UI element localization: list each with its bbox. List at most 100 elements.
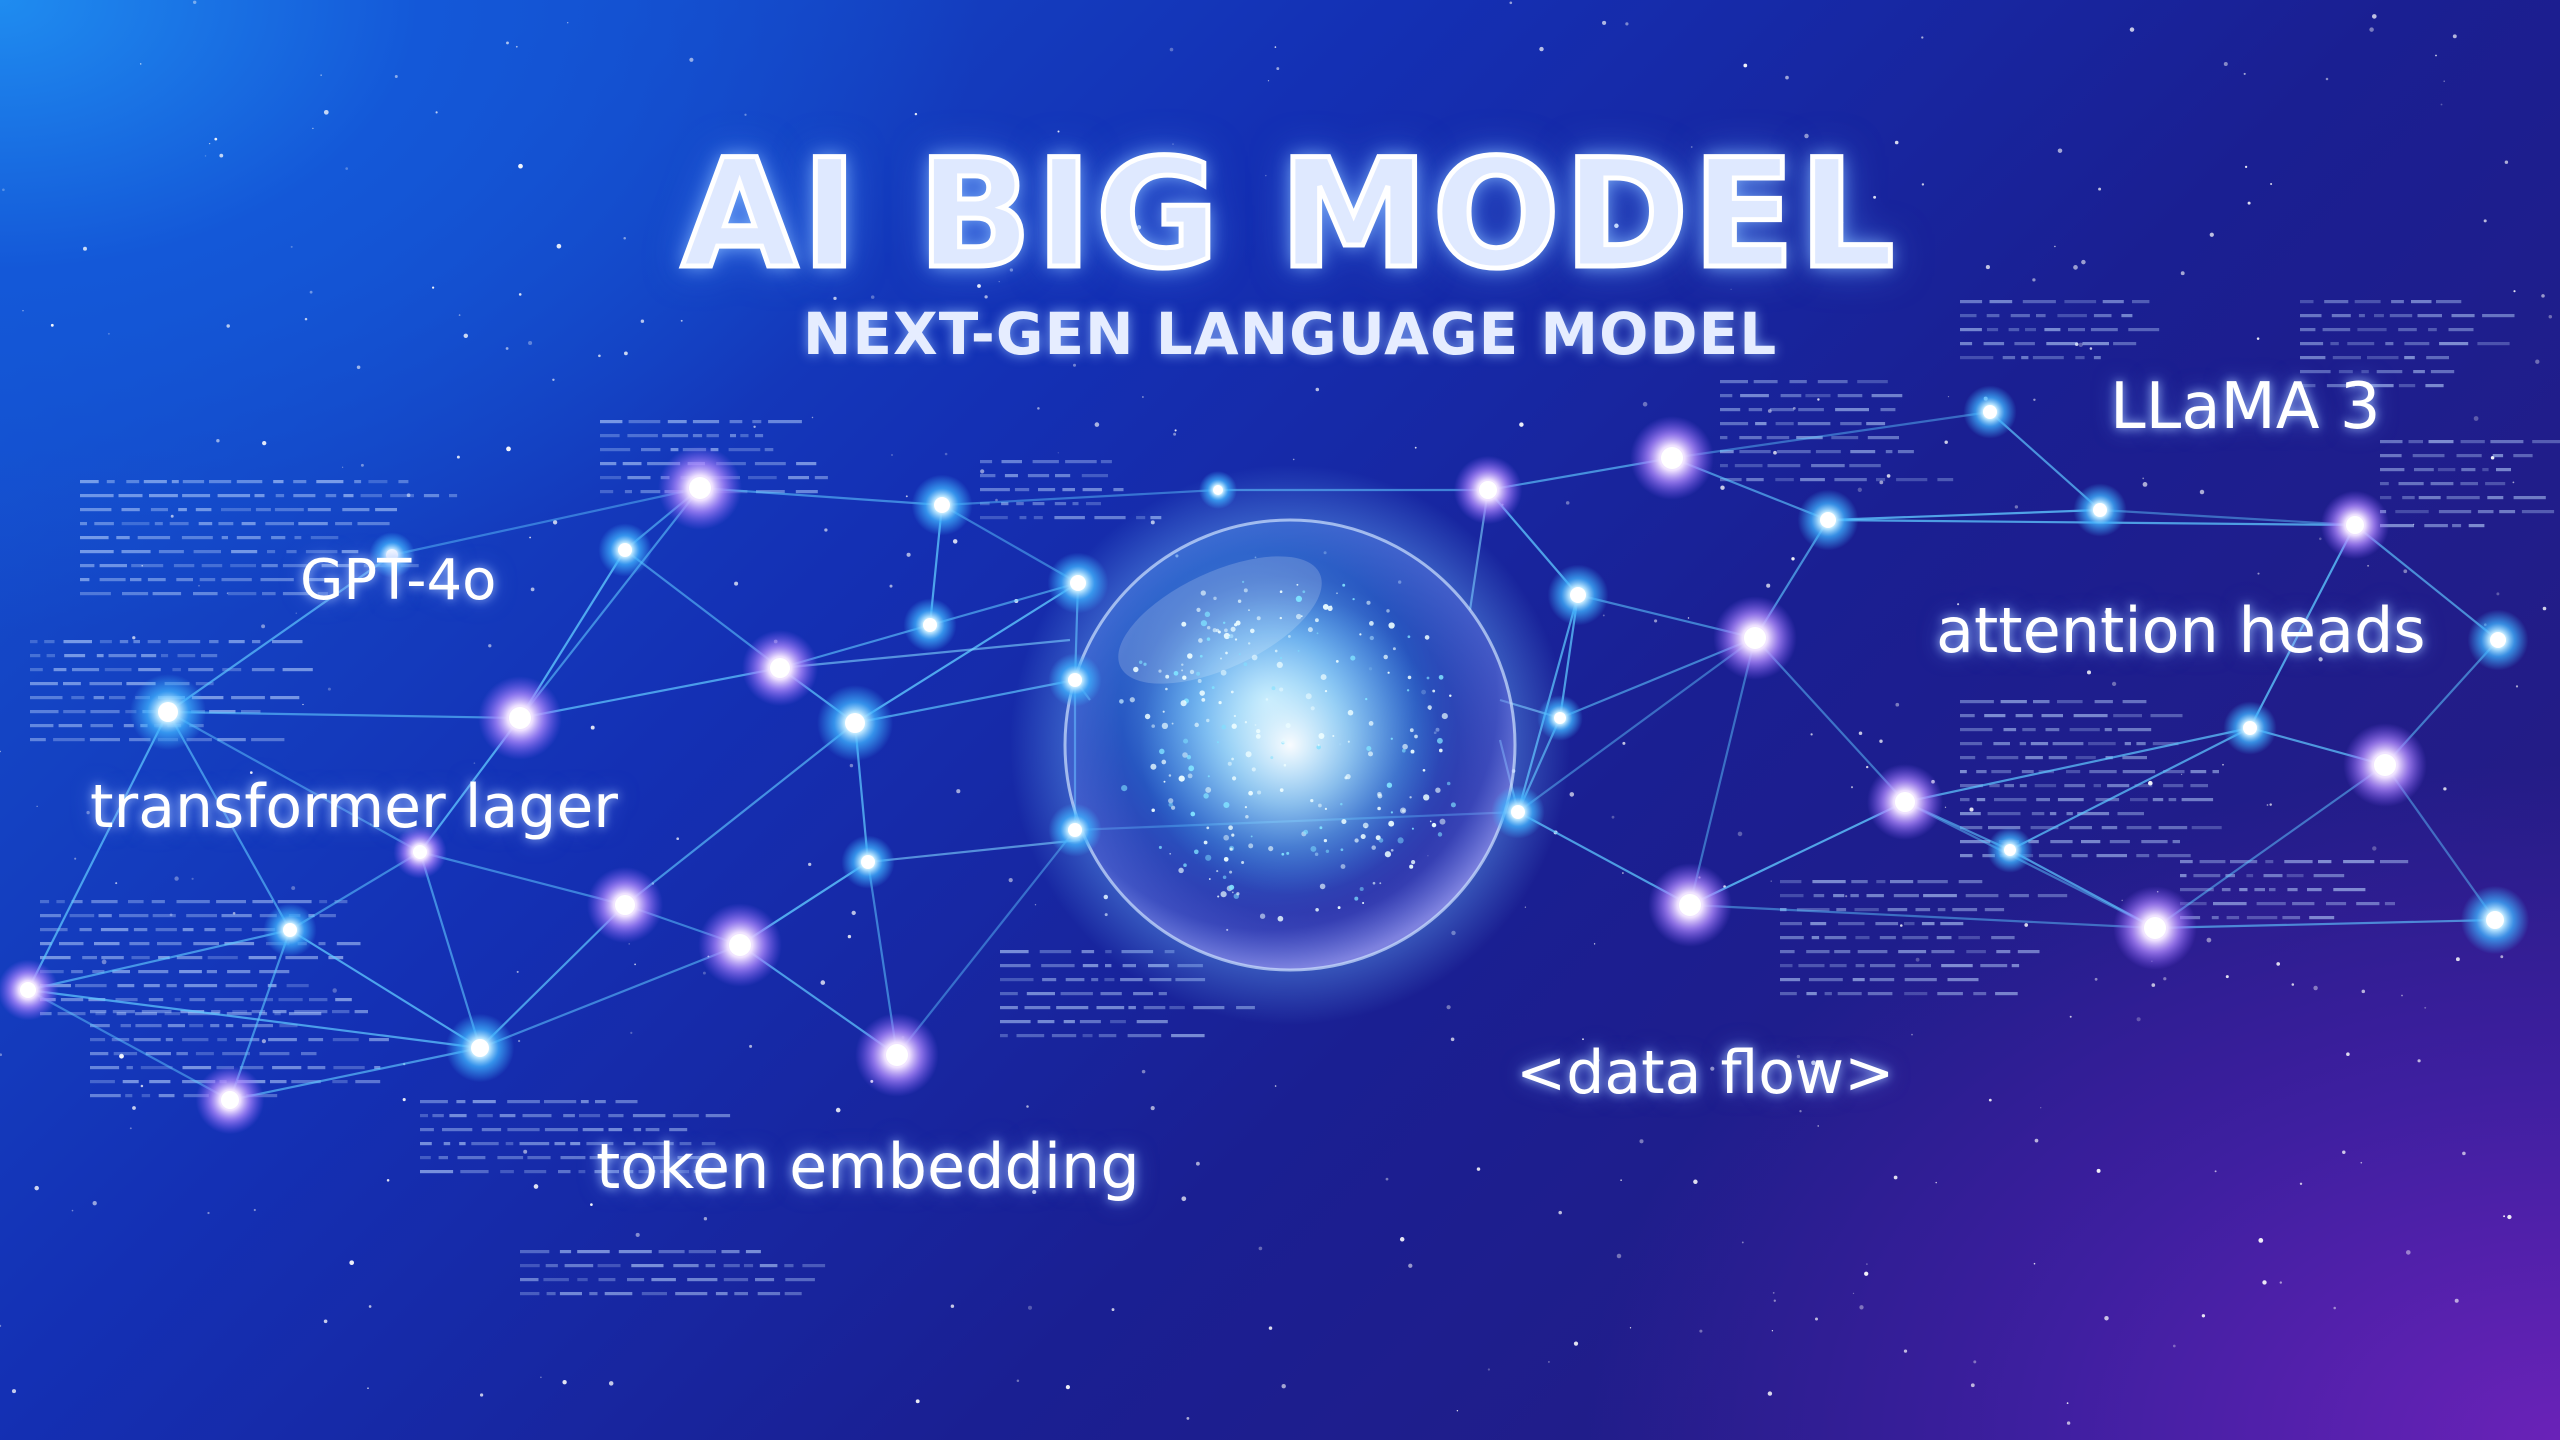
star: [2279, 1281, 2282, 1284]
star: [2066, 1402, 2069, 1404]
code-glyph-run: [1094, 516, 1126, 520]
code-glyph-run: [182, 928, 194, 932]
code-glyph-run: [272, 1010, 287, 1014]
code-glyph-run: [252, 900, 274, 904]
orb-particle: [1283, 763, 1287, 767]
star: [590, 1203, 593, 1206]
code-glyph-run: [721, 1250, 740, 1254]
orb-particle: [1251, 767, 1256, 772]
star: [2121, 899, 2123, 902]
code-glyph-run: [214, 998, 244, 1002]
star: [2462, 1151, 2466, 1156]
orb-particle: [1224, 628, 1228, 633]
code-glyph-run: [1019, 516, 1027, 520]
code-glyph-run: [227, 970, 251, 974]
code-glyph-run: [145, 1052, 171, 1056]
code-glyph-run: [1798, 408, 1824, 412]
code-glyph-run: [71, 696, 85, 700]
code-glyph-run: [1740, 394, 1769, 398]
star: [0, 750, 1, 753]
code-glyph-run: [730, 434, 736, 438]
code-glyph-run: [2385, 342, 2394, 346]
code-glyph-run: [785, 1278, 815, 1282]
orb-particle: [1388, 622, 1395, 629]
code-glyph-run: [2082, 342, 2109, 346]
orb-particle: [1182, 675, 1187, 680]
code-glyph-run: [1855, 936, 1870, 940]
star: [2360, 1161, 2363, 1164]
code-glyph-run: [355, 1080, 381, 1084]
star: [1969, 807, 1974, 812]
code-glyph-run: [75, 984, 107, 988]
orb-particle: [1180, 700, 1187, 707]
orb-particle: [1222, 621, 1226, 625]
code-glyph-run: [1775, 422, 1794, 426]
code-glyph-run: [1960, 812, 1981, 816]
code-glyph-run: [2424, 524, 2448, 528]
star: [386, 1179, 390, 1182]
code-glyph-run: [1720, 422, 1749, 426]
code-glyph-run: [2022, 728, 2036, 732]
code-glyph-run: [131, 564, 164, 568]
star: [689, 57, 694, 62]
star: [2313, 985, 2318, 991]
star: [1027, 1305, 1033, 1310]
orb-particle: [1187, 773, 1193, 779]
code-glyph-run: [1004, 474, 1018, 478]
code-glyph-run: [1054, 516, 1085, 520]
orb-particle: [1165, 674, 1170, 679]
orb-particle: [1279, 657, 1283, 660]
star: [1573, 1341, 1579, 1346]
code-glyph-run: [2417, 314, 2442, 318]
star: [2361, 989, 2366, 994]
code-glyph-run: [1834, 478, 1867, 482]
star: [2258, 1238, 2264, 1243]
code-glyph-run: [335, 998, 352, 1002]
code-glyph-run: [578, 1170, 586, 1174]
code-glyph-run: [226, 1012, 252, 1016]
code-glyph-run: [980, 474, 996, 478]
code-glyph-run: [177, 654, 196, 658]
star: [1142, 396, 1144, 398]
code-glyph-run: [1817, 380, 1848, 384]
code-glyph-run: [2048, 756, 2068, 760]
star: [2473, 416, 2479, 421]
code-glyph-run: [236, 480, 263, 484]
network-edge: [624, 722, 856, 906]
star: [1988, 1098, 1992, 1102]
network-node: [658, 446, 742, 530]
code-glyph-run: [2181, 798, 2214, 802]
code-glyph-run: [357, 522, 390, 526]
code-glyph-run: [342, 508, 370, 512]
star: [624, 351, 628, 356]
orb-particle: [1390, 811, 1394, 814]
star: [1034, 904, 1037, 906]
code-glyph-run: [633, 1128, 642, 1132]
code-glyph-run: [2015, 714, 2033, 718]
star: [1639, 1139, 1644, 1144]
code-glyph-run: [2050, 840, 2073, 844]
star: [1866, 1263, 1868, 1265]
star: [1602, 614, 1605, 617]
code-glyph-run: [122, 1080, 139, 1084]
star: [101, 959, 107, 965]
star: [608, 1381, 614, 1386]
code-glyph-run: [608, 1128, 623, 1132]
code-glyph-run: [2496, 468, 2511, 472]
orb-particle: [1388, 820, 1395, 827]
star: [1772, 1291, 1775, 1294]
star: [630, 1031, 633, 1034]
code-glyph-run: [268, 1038, 297, 1042]
orb-particle: [1446, 781, 1451, 786]
code-glyph-run: [1038, 488, 1056, 492]
star: [623, 237, 626, 240]
orb-particle: [1409, 728, 1414, 733]
network-node: [1867, 764, 1943, 840]
orb-particle: [1151, 808, 1155, 813]
code-glyph-run: [123, 724, 134, 728]
orb-particle: [1268, 846, 1274, 852]
code-glyph-run: [230, 564, 256, 568]
code-glyph-run: [2096, 854, 2127, 858]
code-glyph-run: [1062, 488, 1075, 492]
orb-particle: [1206, 718, 1210, 723]
